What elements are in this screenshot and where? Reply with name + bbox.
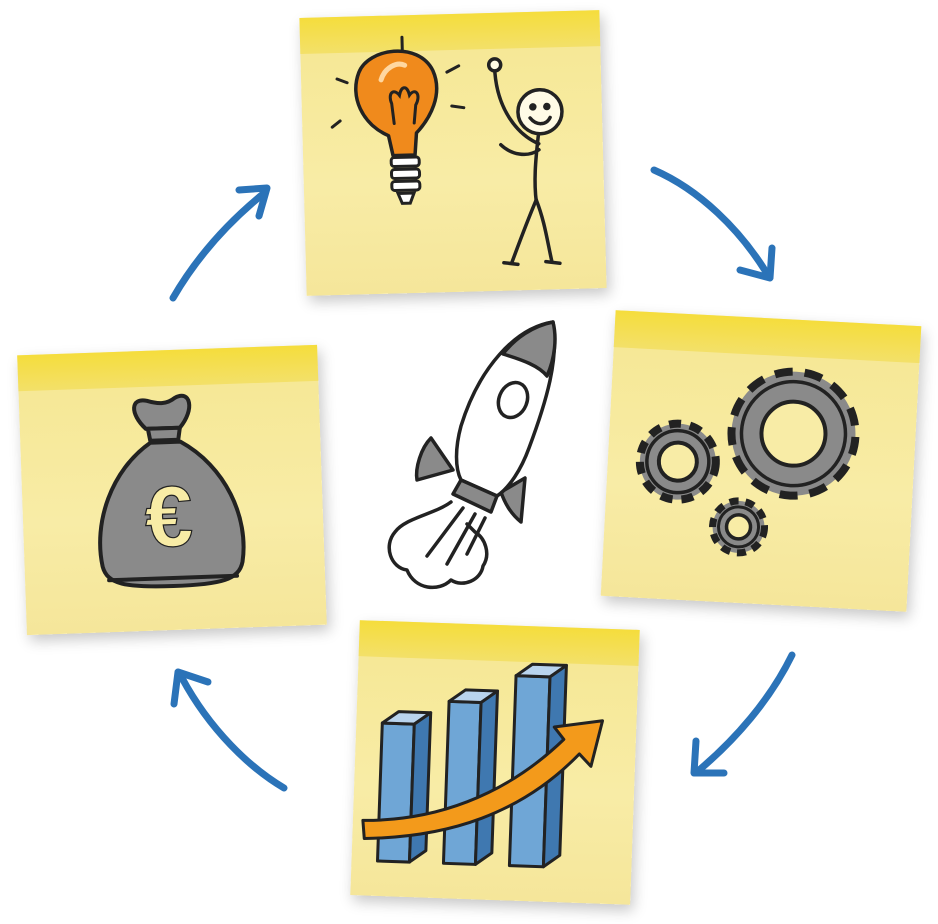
- small-gear-icon: [709, 497, 769, 557]
- bar-chart-arrow-icon: [361, 662, 605, 869]
- euro-money-bag-icon: €: [98, 393, 246, 589]
- bar-1: [375, 710, 433, 864]
- cycle-arrow-process-to-growth: [690, 651, 796, 777]
- sticky-note-growth: [350, 620, 640, 905]
- stickman-icon: [486, 57, 564, 267]
- medium-gear-icon: [635, 419, 720, 504]
- gears-icon: [635, 367, 860, 557]
- sticky-note-money: €: [17, 344, 327, 636]
- cycle-arrow-growth-to-money: [170, 668, 288, 792]
- large-gear-icon: [727, 367, 860, 500]
- growth-arrow: [361, 719, 605, 840]
- cycle-arrow-idea-to-process: [650, 166, 776, 282]
- bar-2: [441, 688, 499, 866]
- sticky-note-process: [600, 310, 922, 612]
- lightbulb-icon: [330, 35, 466, 205]
- lightbulb-stickman-icon: [330, 35, 564, 267]
- cycle-arrow-money-to-idea: [169, 184, 271, 302]
- euro-symbol: €: [143, 468, 194, 566]
- sticky-note-idea: [299, 10, 607, 296]
- rocket-icon: [387, 320, 557, 590]
